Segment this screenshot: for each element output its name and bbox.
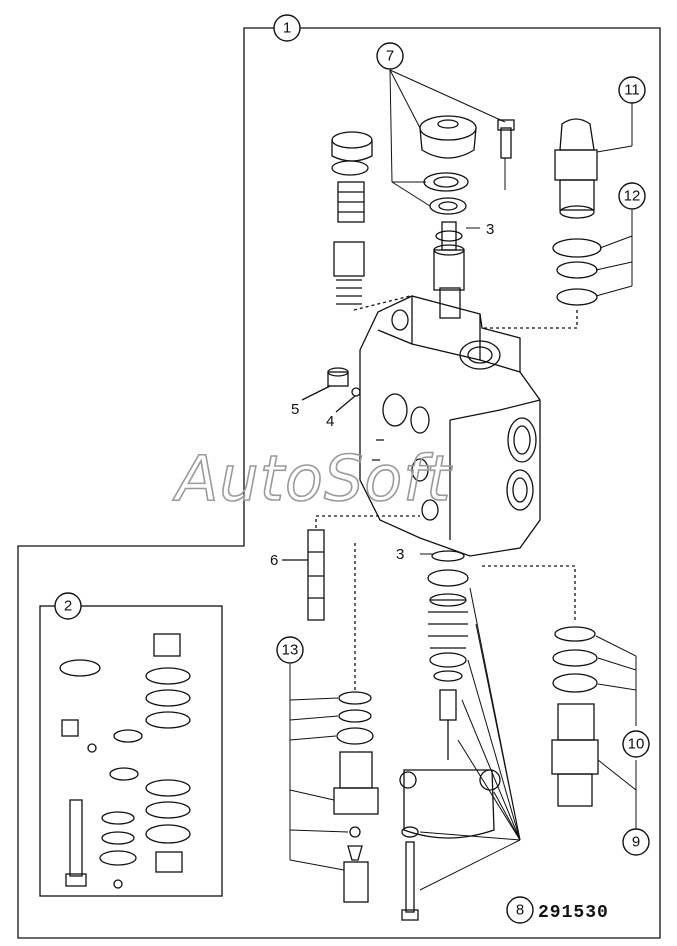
label-6: 6 <box>270 552 278 569</box>
cartridge-13 <box>333 540 379 903</box>
callout-11: 11 <box>624 82 640 99</box>
callout-2: 2 <box>64 598 72 615</box>
lower-spring-assembly <box>399 550 501 921</box>
spool-stem <box>433 221 465 319</box>
callout-10: 10 <box>628 736 645 753</box>
watermark-text: AutoSoft <box>172 442 453 515</box>
relief-valve-upper <box>482 118 602 329</box>
label-3-upper: 3 <box>486 221 494 238</box>
top-cap-assembly <box>419 115 515 215</box>
kit-2-parts <box>59 633 191 889</box>
label-4: 4 <box>326 413 334 430</box>
label-3-lower: 3 <box>396 546 404 563</box>
callout-1: 1 <box>283 20 291 37</box>
valve-body <box>359 295 541 557</box>
label-5: 5 <box>291 401 299 418</box>
callout-7: 7 <box>386 48 394 65</box>
relief-valve-lower <box>480 565 599 807</box>
drawing-number: 291530 <box>538 903 609 923</box>
callout-13: 13 <box>282 642 299 659</box>
callout-8: 8 <box>516 902 524 919</box>
callout-12: 12 <box>624 188 641 205</box>
callout-9: 9 <box>632 834 640 851</box>
spool-6 <box>282 515 420 621</box>
plug-4-5 <box>301 367 361 413</box>
kit-2-box <box>39 605 223 897</box>
assembly-boundary <box>17 27 661 939</box>
left-spool-stack <box>331 131 411 311</box>
leader-lines <box>289 69 637 891</box>
